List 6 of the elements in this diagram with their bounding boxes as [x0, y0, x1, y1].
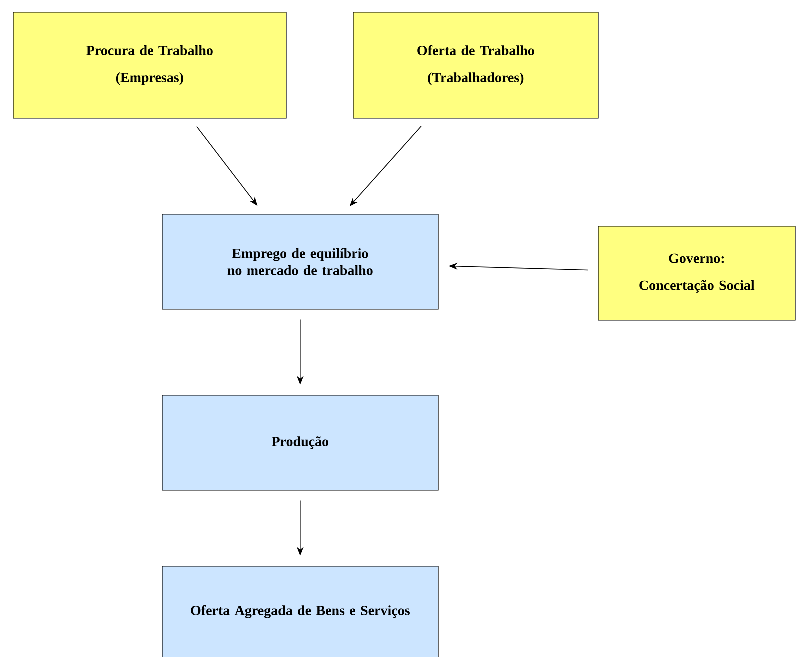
supply-demand-box: Oferta de Trabalho (Trabalhadores) [353, 12, 599, 119]
government-box: Governo: Concertação Social [598, 226, 796, 321]
process-box: Oferta Agregada de Bens e Serviços [162, 566, 439, 657]
process-box: Produção [162, 395, 439, 491]
supply-demand-box: Procura de Trabalho (Empresas) [13, 12, 287, 119]
process-box: Emprego de equilíbrio no mercado de trabalho [162, 214, 439, 310]
